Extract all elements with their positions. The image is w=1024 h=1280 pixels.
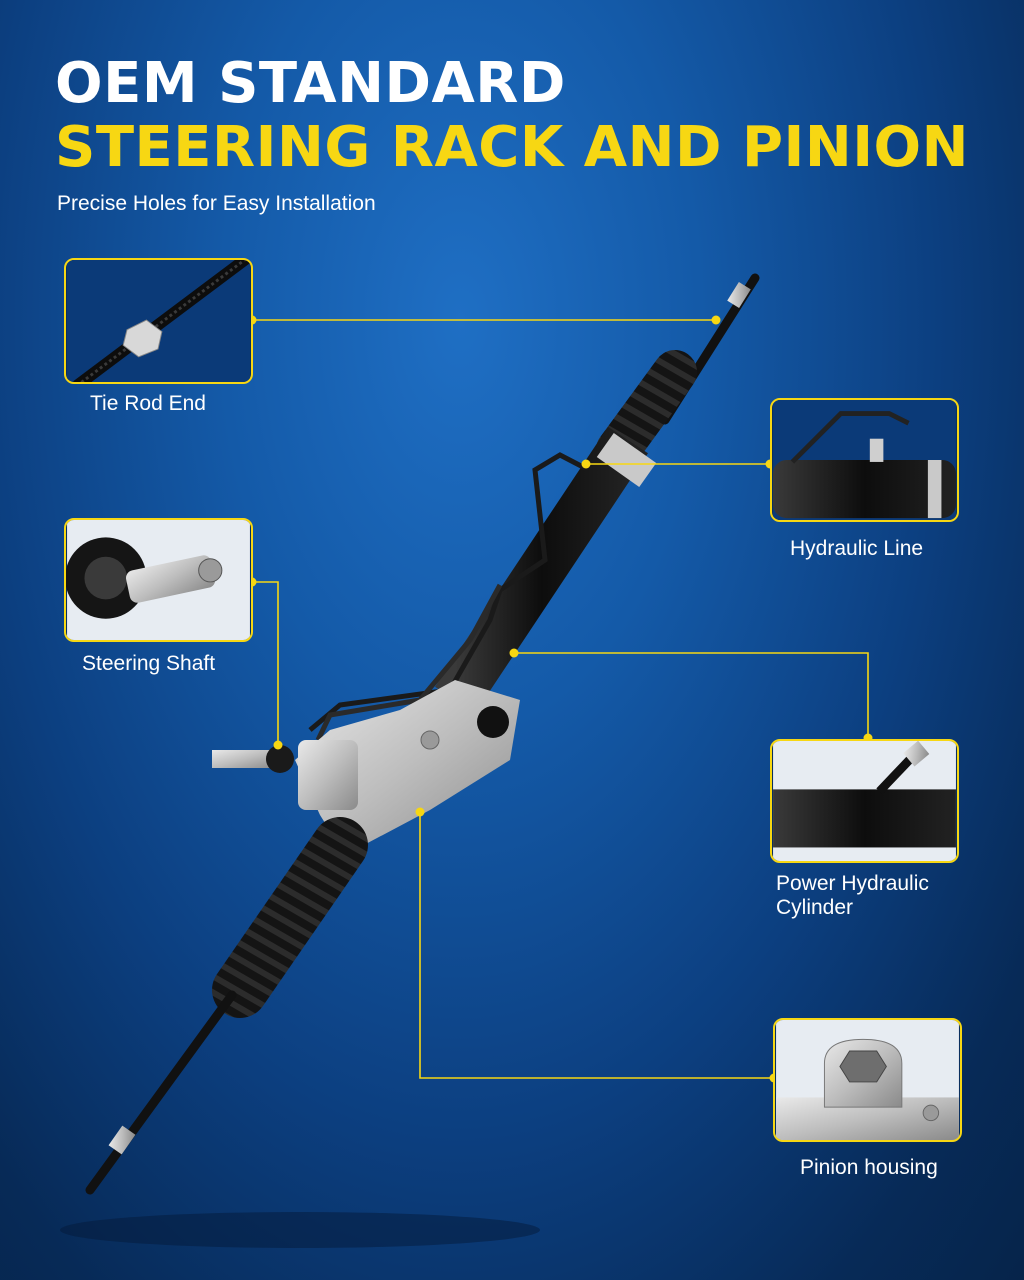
leader-steering-shaft xyxy=(252,581,279,745)
dot-power-cylinder-a xyxy=(509,648,519,658)
rack-assembly xyxy=(85,273,760,1195)
valve-body xyxy=(298,740,358,810)
dot-hydraulic-line-a xyxy=(581,459,591,469)
leader-power-hydraulic-cylinder xyxy=(514,652,869,738)
pinion-housing-closeup xyxy=(776,1020,959,1140)
hydraulic-line-closeup xyxy=(773,400,956,520)
title-line-1: OEM STANDARD xyxy=(55,51,566,116)
left-tie-rod xyxy=(85,990,237,1195)
right-tie-rod-nut xyxy=(727,281,751,309)
tube-clamp xyxy=(596,432,657,488)
power-cylinder-tube xyxy=(435,426,648,714)
input-shaft-seal xyxy=(266,745,294,773)
pinion-housing-label: Pinion housing xyxy=(800,1156,938,1179)
mount-bushing xyxy=(477,706,509,738)
tie-rod-end-label: Tie Rod End xyxy=(90,392,206,415)
pinion-housing-body xyxy=(295,680,520,855)
tie-rod-end-callout xyxy=(64,258,253,384)
power-hydraulic-cylinder-label: Power Hydraulic Cylinder xyxy=(776,872,929,920)
power-hydraulic-cylinder-callout xyxy=(770,739,959,863)
hydraulic-line-callout xyxy=(770,398,959,522)
pinion-housing-callout xyxy=(773,1018,962,1142)
title-line-2: STEERING RACK AND PINION xyxy=(55,115,970,180)
steering-shaft-closeup xyxy=(66,520,250,640)
dot-pinion-housing-a xyxy=(415,807,425,817)
subtitle: Precise Holes for Easy Installation xyxy=(57,192,376,215)
dot-tie-rod-end-b xyxy=(711,315,721,325)
leader-pinion-housing xyxy=(419,812,774,1079)
left-rack-boot xyxy=(212,817,368,1018)
power-hydraulic-cylinder-label-line2: Cylinder xyxy=(776,896,854,920)
steering-shaft-label: Steering Shaft xyxy=(82,652,216,675)
steering-shaft-callout xyxy=(64,518,253,642)
power-hydraulic-cylinder-closeup xyxy=(773,741,956,861)
right-rack-boot xyxy=(596,350,697,472)
power-hydraulic-cylinder-label-line1: Power Hydraulic xyxy=(776,872,929,895)
left-tie-rod-nut xyxy=(108,1125,136,1155)
input-shaft xyxy=(212,750,277,768)
mount-bolt xyxy=(420,730,440,750)
dot-steering-shaft-b xyxy=(273,740,283,750)
tie-rod-end-closeup xyxy=(67,260,251,382)
floor-shadow xyxy=(60,1212,540,1248)
hydraulic-line-label: Hydraulic Line xyxy=(790,537,924,560)
